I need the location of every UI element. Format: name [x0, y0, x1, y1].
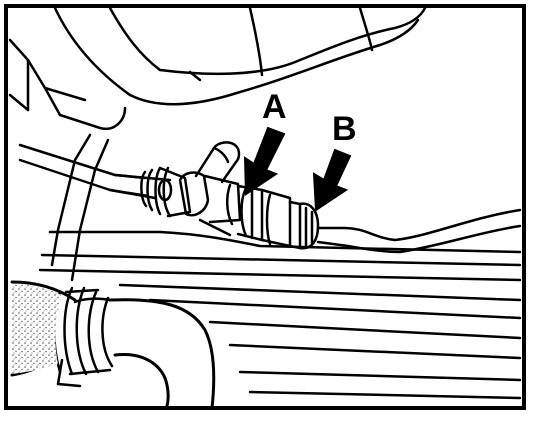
valve-body — [178, 141, 242, 237]
hose-clamp — [52, 286, 114, 388]
callout-label-b: B — [332, 110, 357, 148]
hose-texture — [12, 284, 62, 374]
fitting-b — [288, 200, 320, 250]
left-frame-beams — [8, 38, 172, 282]
callout-label-a: A — [262, 88, 287, 126]
arrow-a — [243, 126, 286, 196]
hose-connector — [140, 166, 192, 218]
mounting-plate — [38, 230, 522, 400]
figure-border — [4, 4, 526, 410]
upper-cylinder — [53, 6, 427, 106]
arrow-b — [312, 148, 352, 212]
